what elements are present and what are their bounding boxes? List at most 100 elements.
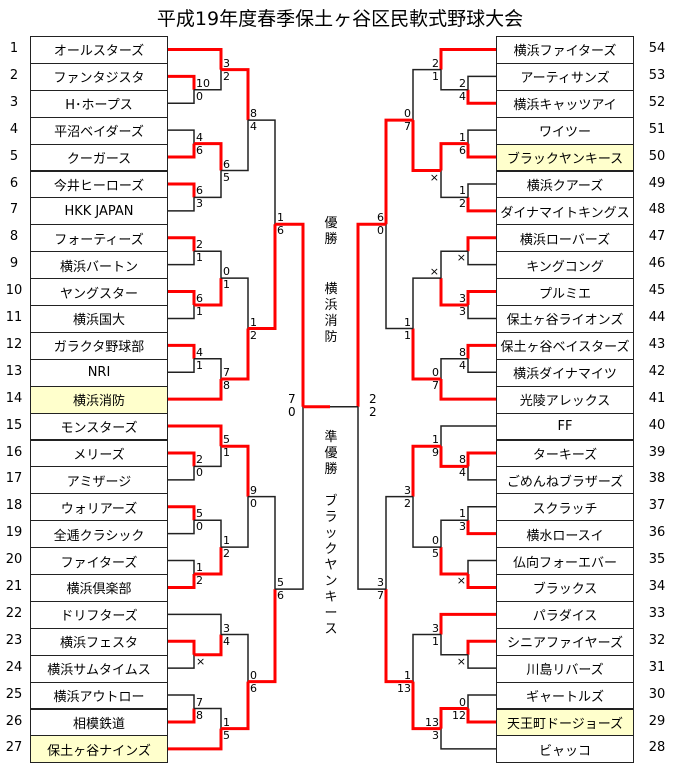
score-value: 1	[250, 315, 257, 329]
seed-number: 20	[5, 552, 23, 568]
score-value: 1	[432, 634, 439, 648]
score-value: 10	[196, 76, 210, 90]
score-value: 5	[223, 170, 230, 184]
seed-number: 18	[5, 498, 23, 514]
seed-number: 6	[9, 175, 19, 191]
score-value: 9	[250, 483, 257, 497]
seed-number: 42	[648, 363, 666, 379]
score-value: ×	[429, 170, 439, 184]
seed-number: 49	[648, 175, 666, 191]
score-value: 2	[223, 547, 230, 561]
score-value: 0	[196, 520, 203, 534]
champion-label: 優勝	[324, 216, 338, 247]
score-value: 0	[432, 365, 439, 379]
score-value: 12	[452, 708, 466, 722]
score-value: 3	[432, 728, 439, 742]
score-value: 13	[425, 715, 439, 729]
team-box: 保土ヶ谷ベイスターズ	[496, 331, 634, 360]
score-value: 3	[459, 292, 466, 305]
team-box: ブラックス	[496, 574, 634, 602]
team-box: アミザージ	[30, 466, 168, 495]
score-value: 1	[459, 507, 466, 521]
seed-number: 17	[5, 471, 23, 487]
team-box: 相模鉄道	[30, 708, 168, 737]
score-value: 2	[459, 197, 466, 211]
seed-number: 40	[648, 417, 666, 433]
team-box: ギャートルズ	[496, 681, 634, 710]
runnerup-name: ブラックヤンキース	[324, 494, 338, 637]
score-value: 0	[196, 89, 203, 103]
score-value: 0	[377, 224, 384, 238]
score-value: 8	[459, 345, 466, 359]
score-value: 6	[196, 292, 203, 305]
team-box: 今井ヒーローズ	[30, 170, 168, 199]
score-value: 8	[459, 453, 466, 467]
score-value: 0	[196, 466, 203, 480]
score-value: 3	[404, 483, 411, 497]
seed-number: 8	[9, 229, 19, 245]
score-value: 2	[432, 56, 439, 70]
team-box: 横浜フェスタ	[30, 627, 168, 656]
score-value: 1	[404, 315, 411, 329]
team-box: 横浜サムタイムス	[30, 654, 168, 683]
team-box: 横浜ダイナマイツ	[496, 358, 634, 387]
score-value: 1	[404, 668, 411, 682]
team-box: パラダイス	[496, 600, 634, 629]
seed-number: 38	[648, 471, 666, 487]
team-box: 横浜アウトロー	[30, 681, 168, 710]
team-box: ワイツー	[496, 116, 634, 145]
team-box: プルミエ	[496, 278, 634, 306]
seed-number: 3	[9, 94, 19, 110]
seed-number: 28	[648, 740, 666, 756]
seed-number: 54	[648, 41, 666, 56]
score-value: 6	[459, 143, 466, 157]
seed-number: 35	[648, 552, 666, 568]
team-box: ウォリアーズ	[30, 493, 168, 522]
runnerup-label: 準優勝	[324, 430, 338, 477]
score-value: 6	[277, 589, 284, 603]
seed-number: 9	[9, 256, 19, 272]
score-value: 3	[459, 305, 466, 318]
score-value: ×	[196, 654, 206, 668]
seed-number: 24	[5, 659, 23, 675]
score-value: 3	[459, 520, 466, 534]
score-value: 2	[404, 496, 411, 510]
score-value: 4	[196, 130, 203, 144]
score-value: 1	[277, 211, 284, 225]
score-value: 1	[404, 328, 411, 342]
seed-number: 25	[5, 686, 23, 702]
team-box: ファンタジスタ	[30, 62, 168, 91]
score-value: 1	[432, 69, 439, 83]
score-value: 8	[223, 378, 230, 392]
final-score-value: 2	[369, 391, 377, 406]
team-box: アーティサンズ	[496, 62, 634, 91]
team-box: NRI	[30, 358, 168, 387]
team-box: 川島リバーズ	[496, 654, 634, 683]
score-value: 3	[196, 197, 203, 211]
score-value: 5	[432, 547, 439, 561]
team-box: ダイナマイトキングス	[496, 197, 634, 226]
score-value: 6	[196, 143, 203, 157]
score-value: 1	[196, 305, 203, 318]
final-score-value: 7	[288, 391, 296, 406]
seed-number: 21	[5, 579, 23, 594]
score-value: 1	[196, 251, 203, 265]
score-value: 4	[223, 634, 230, 648]
score-value: 7	[377, 589, 384, 603]
seed-number: 5	[9, 148, 19, 164]
team-box: ごめんねブラザーズ	[496, 466, 634, 495]
team-box: 保土ヶ谷ライオンズ	[496, 305, 634, 333]
score-value: 0	[404, 107, 411, 121]
team-box: FF	[496, 412, 634, 441]
seed-number: 46	[648, 256, 666, 272]
team-box: オールスターズ	[30, 36, 168, 64]
seed-number: 51	[648, 121, 666, 137]
score-value: 6	[250, 681, 257, 695]
seed-number: 37	[648, 498, 666, 514]
score-value: 1	[459, 184, 466, 198]
seed-number: 11	[5, 310, 23, 325]
seed-number: 12	[5, 336, 23, 352]
team-box: 横水ロースイ	[496, 520, 634, 549]
team-box: ターキーズ	[496, 439, 634, 468]
